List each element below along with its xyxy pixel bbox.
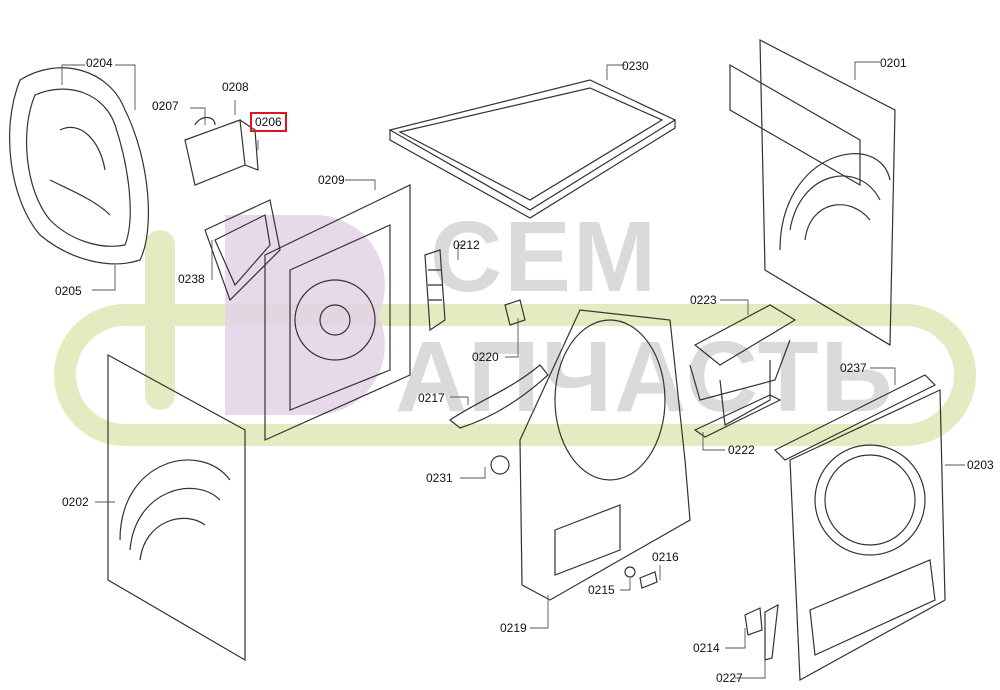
part-label-0212[interactable]: 0212: [453, 238, 480, 252]
part-label-0237[interactable]: 0237: [840, 361, 867, 375]
part-0237-drawing: [773, 374, 937, 461]
part-0206-drawing: [184, 116, 259, 186]
part-0203-drawing: [789, 389, 946, 681]
part-0209-drawing: [264, 184, 411, 441]
part-label-0216[interactable]: 0216: [652, 550, 679, 564]
part-label-0238[interactable]: 0238: [178, 272, 205, 286]
watermark-line2: АПЧАСТЬ: [395, 321, 895, 433]
part-label-0227[interactable]: 0227: [716, 671, 743, 685]
part-label-0217[interactable]: 0217: [418, 391, 445, 405]
part-0212-drawing: [424, 249, 446, 332]
part-0230-drawing: [388, 79, 677, 219]
part-0220-drawing: [504, 299, 526, 326]
part-0201-drawing: [729, 39, 896, 347]
part-label-0215[interactable]: 0215: [588, 583, 615, 597]
part-label-0204[interactable]: 0204: [86, 56, 113, 70]
part-0217-drawing: [448, 364, 549, 429]
part-label-0202[interactable]: 0202: [62, 495, 89, 509]
part-0223-drawing: [689, 304, 797, 426]
part-0202-drawing: [107, 353, 246, 662]
part-label-0207[interactable]: 0207: [152, 99, 179, 113]
part-label-0209[interactable]: 0209: [318, 173, 345, 187]
part-0238-drawing: [204, 199, 281, 302]
part-label-0230[interactable]: 0230: [622, 59, 649, 73]
watermark-line1: СЕМ: [430, 201, 659, 313]
part-label-0223[interactable]: 0223: [690, 293, 717, 307]
part-label-0214[interactable]: 0214: [693, 641, 720, 655]
part-0215-drawing: [624, 566, 636, 578]
part-0216-drawing: [639, 571, 658, 589]
part-0214-drawing: [744, 607, 763, 636]
leader-lines: [61, 61, 965, 679]
part-0227-drawing: [764, 603, 779, 661]
part-label-0219[interactable]: 0219: [500, 621, 527, 635]
part-0231-drawing: [490, 455, 510, 475]
part-label-0203[interactable]: 0203: [967, 458, 994, 472]
part-0204-drawing: [8, 67, 150, 265]
part-label-0220[interactable]: 0220: [472, 350, 499, 364]
part-label-0205[interactable]: 0205: [55, 284, 82, 298]
part-0219-drawing: [519, 309, 691, 601]
part-label-0222[interactable]: 0222: [728, 443, 755, 457]
part-0222-drawing: [693, 394, 782, 438]
part-label-0208[interactable]: 0208: [222, 80, 249, 94]
part-label-0206-highlighted[interactable]: 0206: [250, 112, 287, 132]
part-label-0231[interactable]: 0231: [426, 471, 453, 485]
part-label-0201[interactable]: 0201: [880, 56, 907, 70]
